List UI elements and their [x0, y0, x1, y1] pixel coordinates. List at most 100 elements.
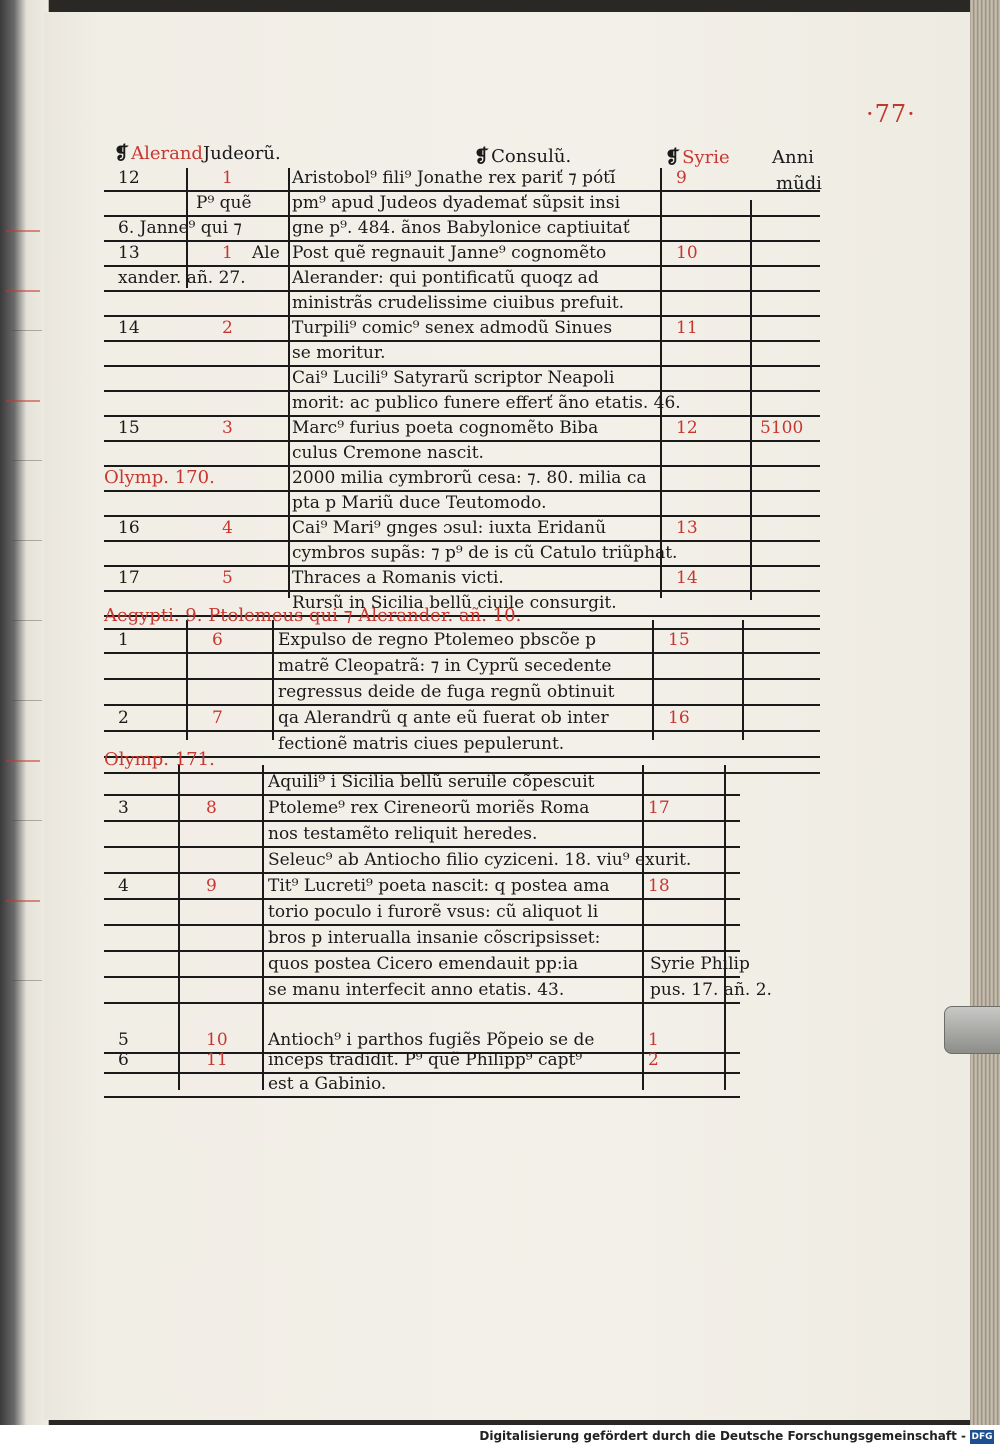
col-syria: 15 [668, 630, 690, 650]
row-rule [104, 872, 740, 874]
col-year: xander. añ. 27. [118, 268, 246, 288]
row-rule [104, 976, 740, 978]
col-regnal: P⁹ quẽ [196, 193, 252, 213]
col-year: 2 [118, 708, 129, 728]
row-rule [104, 924, 740, 926]
col-regnal: 11 [206, 1050, 228, 1070]
col-year: 4 [118, 876, 129, 896]
header-col2: ❡Consulũ. [474, 146, 572, 167]
entry-text: Marc⁹ furius poeta cognomẽto Biba [292, 418, 599, 438]
col-regnal: 10 [206, 1030, 228, 1050]
row-rule [104, 340, 820, 342]
entry-text: Rursũ in Sicilia bellũ ciuile consurgit. [292, 593, 617, 613]
row-rule [104, 1002, 740, 1004]
column-rule [178, 765, 180, 1090]
entry-text: nos testamẽto reliquit heredes. [268, 824, 538, 844]
book-clasp [944, 1006, 1000, 1054]
row-rule [104, 440, 820, 442]
entry-text: ministrãs crudelissime ciuibus prefuit. [292, 293, 625, 313]
entry-text: Expulso de regno Ptolemeo pbscõe p [278, 630, 597, 650]
row-rule [104, 265, 820, 267]
row-rule [104, 704, 820, 706]
entry-text: Turpili⁹ comic⁹ senex admodũ Sinues [292, 318, 613, 338]
col-regnal: 2 [222, 318, 233, 338]
entry-text: se manu interfecit anno etatis. 43. [268, 980, 565, 1000]
col-year: 15 [118, 418, 140, 438]
col-year: 1 [118, 630, 129, 650]
col-year: 6. Janne⁹ qui ⁊ [118, 218, 242, 238]
row-rule [104, 390, 820, 392]
row-rule [104, 515, 820, 517]
row-rule [104, 290, 820, 292]
column-rule [750, 200, 752, 600]
row-rule [104, 465, 820, 467]
col-regnal: 8 [206, 798, 217, 818]
entry-text: Aquili⁹ i Sicilia bellũ seruile cõpescui… [268, 772, 595, 792]
dfg-logo: DFG [970, 1430, 994, 1444]
row-rule [104, 590, 820, 592]
row-rule [104, 565, 820, 567]
entry-text: Antioch⁹ i parthos fugiẽs Põpeio se de [268, 1030, 595, 1050]
row-rule [104, 950, 740, 952]
column-rule [742, 620, 744, 740]
entry-text: quos postea Cicero emendauit pp:ia [268, 954, 579, 974]
entry-text: Aristobol⁹ fili⁹ Jonathe rex pariť ⁊ pót… [292, 168, 616, 188]
entry-text: 2000 milia cymbrorũ cesa: ⁊. 80. milia c… [292, 468, 647, 488]
entry-text: torio poculo i furorẽ vsus: cũ aliquot l… [268, 902, 599, 922]
col-regnal: 3 [222, 418, 233, 438]
col-year: 16 [118, 518, 140, 538]
header-col4b: mũdi [776, 173, 822, 194]
column-rule [642, 765, 644, 1090]
col-syria: 2 [648, 1050, 659, 1070]
col-regnal-note: Ale [252, 243, 280, 263]
col-year: Olymp. 170. [104, 467, 215, 488]
entry-text: qa Alerandrũ q ante eũ fuerat ob inter [278, 708, 609, 728]
row-rule [104, 652, 820, 654]
row-rule [104, 1052, 740, 1054]
col-regnal: 9 [206, 876, 217, 896]
row-rule [104, 240, 820, 242]
col-year: 5 [118, 1030, 129, 1050]
entry-text: culus Cremone nascit. [292, 443, 484, 463]
row-rule [104, 678, 820, 680]
column-rule [186, 168, 188, 288]
row-rule [104, 415, 820, 417]
row-rule [104, 315, 820, 317]
entry-text: inceps tradidit. P⁹ quẽ Philipp⁹ capt⁹ [268, 1050, 583, 1070]
entry-text: se moritur. [292, 343, 386, 363]
entry-text: gne p⁹. 484. ãnos Babylonice captiuitať [292, 218, 630, 238]
row-rule [104, 1096, 740, 1098]
col-syria: 9 [676, 168, 687, 188]
row-rule [104, 846, 740, 848]
row-rule [104, 628, 820, 630]
entry-text: Alerander: qui pontificatũ quoqz ad [292, 268, 599, 288]
book-page [44, 12, 974, 1420]
col-syria: 16 [668, 708, 690, 728]
entry-text: pta p Mariũ duce Teutomodo. [292, 493, 547, 513]
col-year: Olymp. 171. [104, 749, 215, 770]
folio-number: ·77· [866, 100, 916, 128]
col-year: 13 [118, 243, 140, 263]
row-rule [104, 898, 740, 900]
entry-text: est a Gabinio. [268, 1074, 387, 1094]
entry-text: regressus deide de fuga regnũ obtinuit [278, 682, 615, 702]
col-syria: 13 [676, 518, 698, 538]
col-syria: 1 [648, 1030, 659, 1050]
col-regnal: 6 [212, 630, 223, 650]
col-regnal: 7 [212, 708, 223, 728]
entry-text: fectionẽ matris ciues pepulerunt. [278, 734, 565, 754]
header-col3: ❡Syrie [665, 147, 730, 168]
col-year: 3 [118, 798, 129, 818]
col-anni-mundi: 5100 [760, 418, 804, 438]
column-rule [288, 168, 290, 598]
column-rule [186, 620, 188, 740]
row-rule [104, 490, 820, 492]
row-rule [104, 820, 740, 822]
entry-text: Cai⁹ Mari⁹ gnges ɔsul: iuxta Eridanũ [292, 518, 607, 538]
col-regnal: 1 [222, 243, 233, 263]
row-rule [104, 215, 820, 217]
col-syria: 17 [648, 798, 670, 818]
header-col1: ❡AlerandJudeorũ. [114, 143, 281, 164]
row-rule [104, 365, 820, 367]
